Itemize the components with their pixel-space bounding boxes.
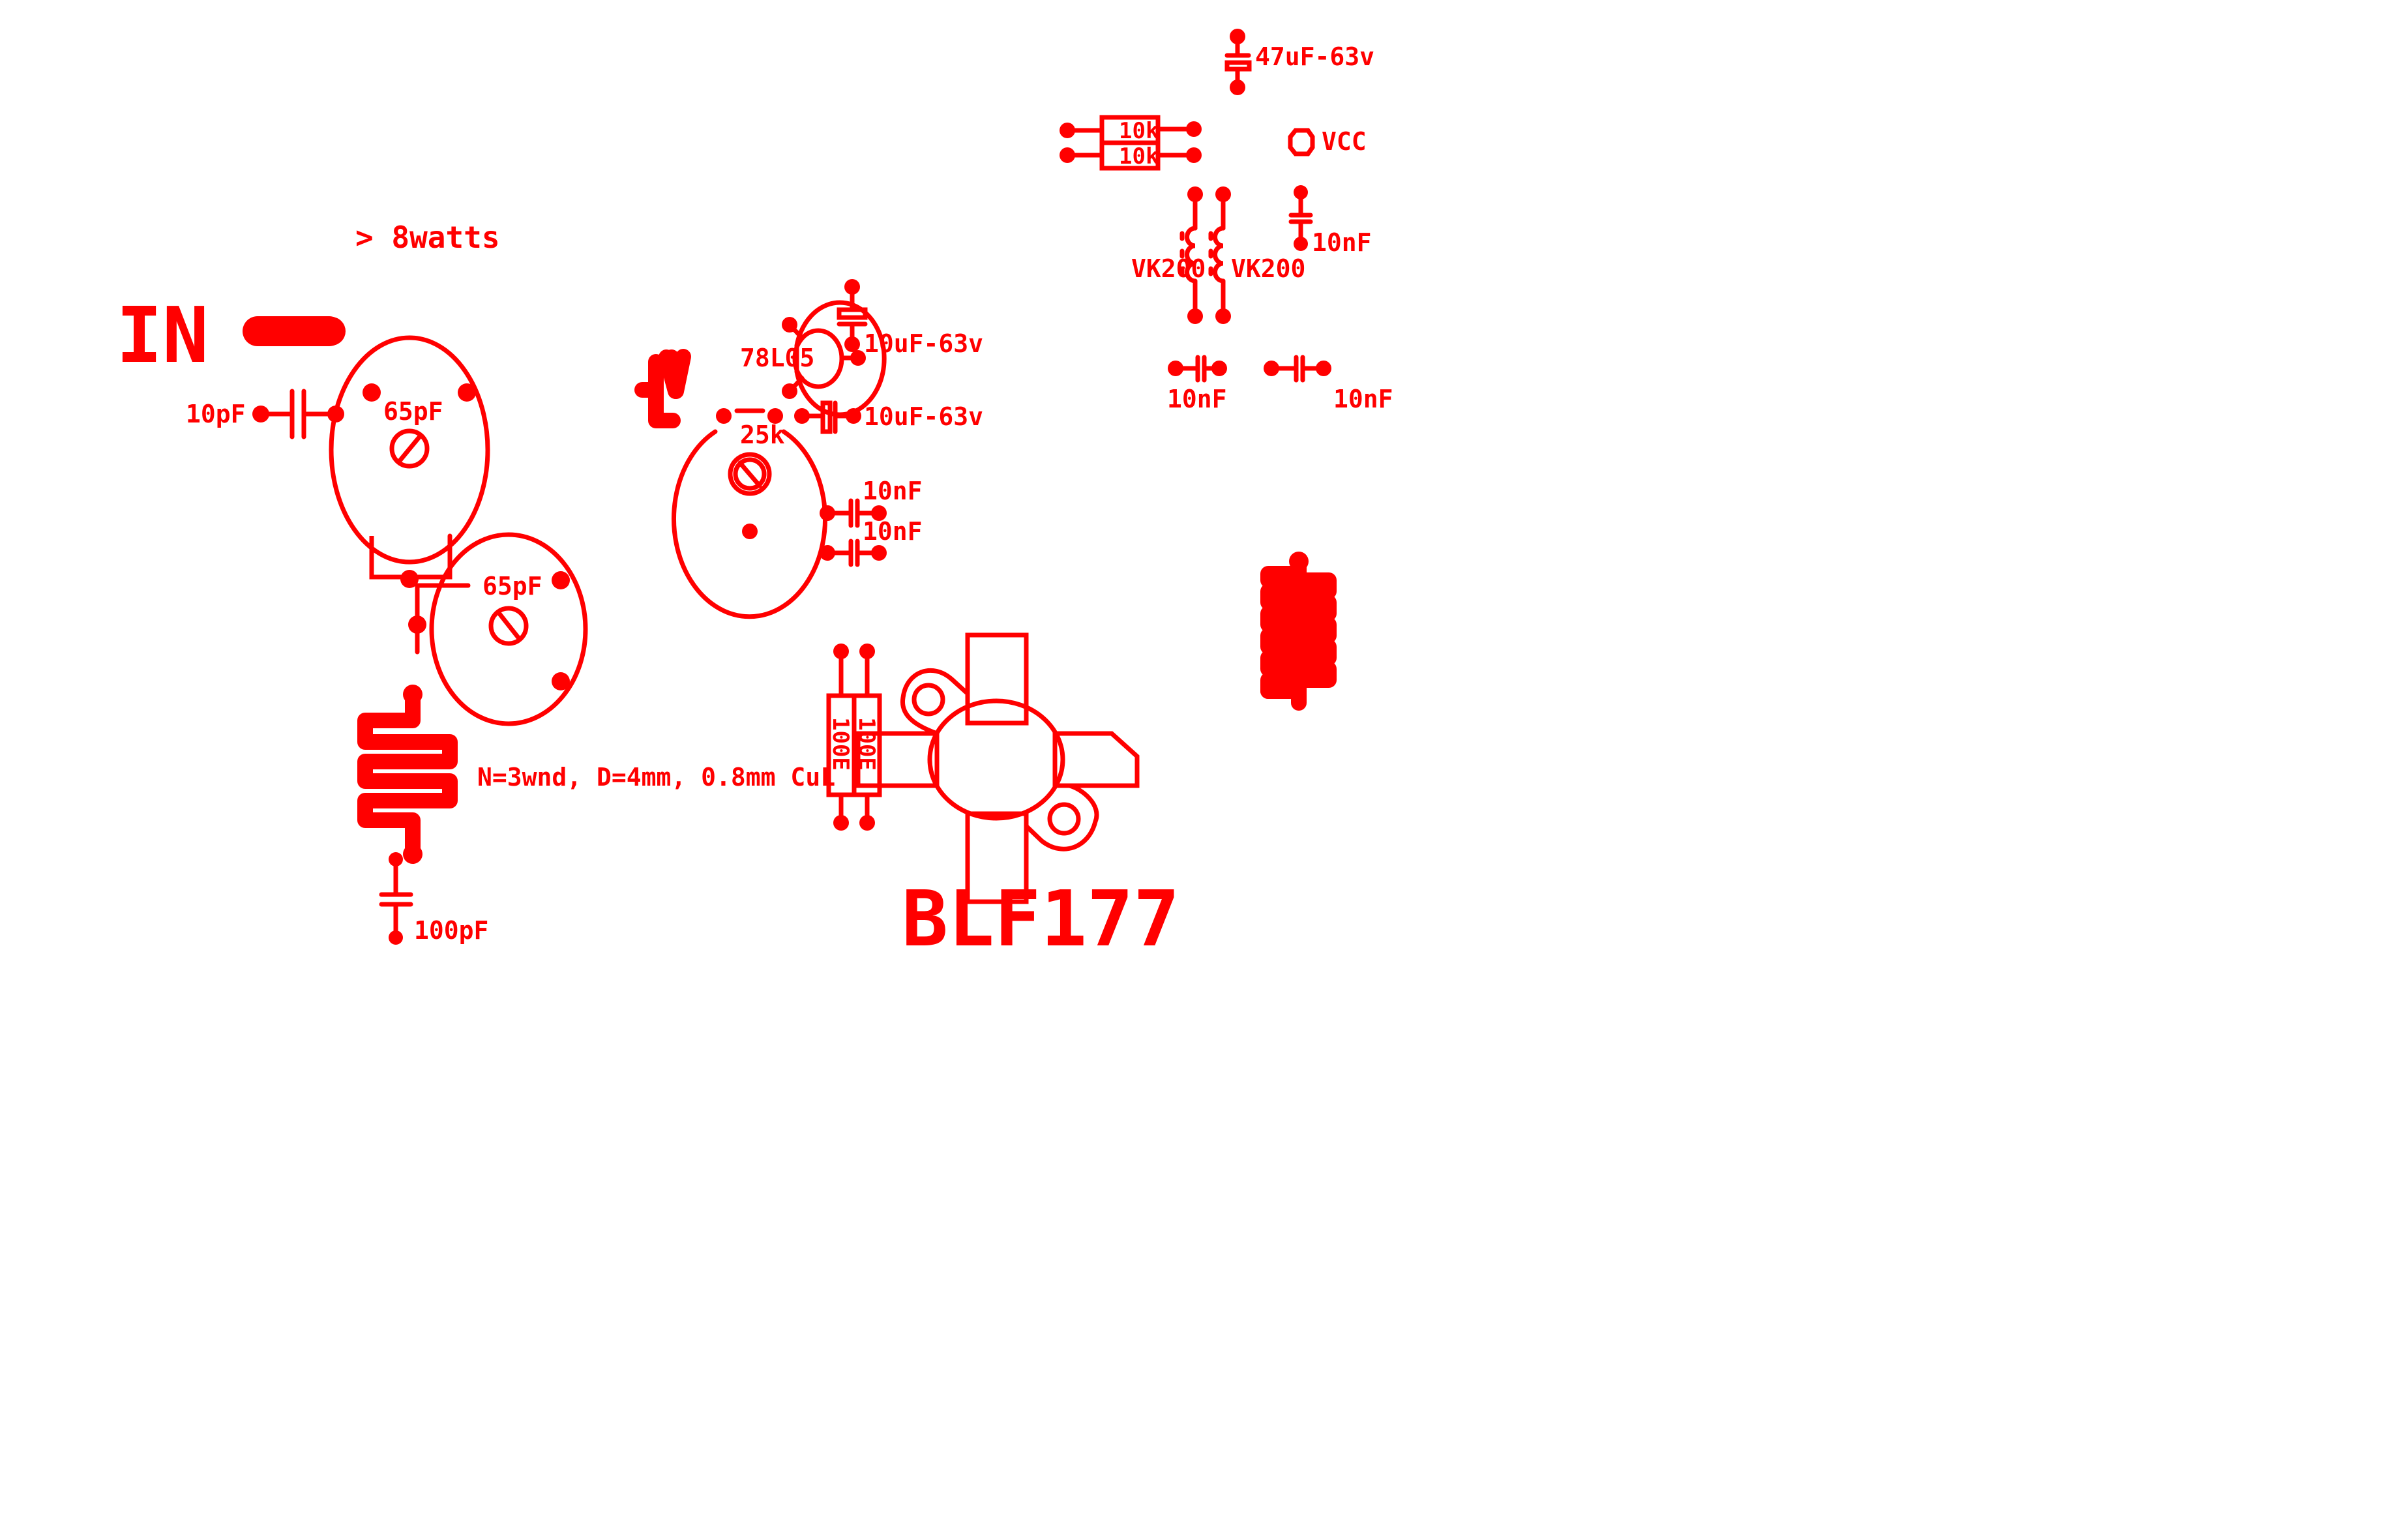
screw-slot-icon bbox=[396, 433, 423, 464]
screw-slot-icon bbox=[496, 610, 521, 640]
bias-section: HV 78L05 10uF-63v bbox=[634, 279, 983, 831]
capacitor-10uf-top[interactable] bbox=[837, 279, 868, 352]
r-gate1-label: 100E bbox=[827, 717, 853, 771]
in-power-label: > 8watts bbox=[355, 220, 500, 255]
c-47u-label: 47uF-63v bbox=[1255, 42, 1374, 71]
c-choke2-label: 10nF bbox=[1333, 385, 1393, 413]
capacitor-c-in[interactable] bbox=[252, 389, 344, 439]
capacitor-vcc-10nf[interactable] bbox=[1288, 185, 1313, 251]
capacitor-10uf-mid[interactable] bbox=[794, 400, 861, 434]
choke2-label: VK200 bbox=[1231, 254, 1305, 283]
regulator-label: 78L05 bbox=[740, 344, 814, 372]
in-label: IN bbox=[116, 290, 209, 380]
choke-vk200-1[interactable] bbox=[1179, 186, 1203, 324]
trimmer2-label: 65pF bbox=[482, 572, 542, 600]
transistor-label: BLF177 bbox=[902, 874, 1179, 964]
c-vcc-label: 10nF bbox=[1312, 228, 1372, 257]
capacitor-100pf[interactable] bbox=[379, 852, 413, 945]
c-choke1-label: 10nF bbox=[1167, 385, 1227, 413]
drain-network bbox=[1260, 552, 1337, 711]
c-10n-b-label: 10nF bbox=[863, 517, 923, 546]
c-in-label: 10pF bbox=[186, 400, 246, 428]
capacitor-10nf-b[interactable] bbox=[820, 539, 887, 567]
in-pad[interactable] bbox=[317, 317, 346, 346]
capacitor-choke-10nf-1[interactable] bbox=[1168, 355, 1227, 383]
r-10k-2-label: 10k bbox=[1119, 143, 1159, 170]
capacitor-10nf-a[interactable] bbox=[820, 498, 887, 528]
input-coil[interactable] bbox=[357, 685, 458, 864]
potentiometer-25k[interactable] bbox=[672, 408, 827, 619]
resistor-100e-pair[interactable] bbox=[826, 644, 882, 831]
pot-label: 25k bbox=[740, 421, 785, 449]
input-section: IN > 8watts 10pF 65pF bbox=[116, 220, 835, 945]
capacitor-choke-10nf-2[interactable] bbox=[1264, 355, 1331, 383]
c-reg-top-label: 10uF-63v bbox=[864, 329, 983, 358]
trimmer-capacitor-2[interactable] bbox=[408, 532, 588, 726]
drain-coil[interactable] bbox=[1260, 552, 1337, 711]
transistor-blf177[interactable] bbox=[855, 632, 1140, 904]
coil-in-label: N=3wnd, D=4mm, 0.8mm CuL bbox=[477, 763, 835, 792]
hv-h-left bbox=[648, 354, 681, 428]
resistor-10k-pair[interactable] bbox=[1060, 115, 1202, 171]
vcc-pad-label: VCC bbox=[1322, 127, 1367, 156]
regulator-78l05[interactable] bbox=[782, 300, 887, 417]
r-10k-1-label: 10k bbox=[1119, 118, 1159, 144]
choke1-label: VK200 bbox=[1131, 254, 1206, 283]
vcc-pad-icon[interactable] bbox=[1288, 128, 1315, 156]
c-reg-mid-label: 10uF-63v bbox=[864, 402, 983, 431]
trimmer-capacitor-1[interactable] bbox=[329, 335, 490, 588]
screw-slot-icon bbox=[737, 460, 762, 488]
choke-vk200-2[interactable] bbox=[1208, 186, 1231, 324]
c-10n-a-label: 10nF bbox=[863, 477, 923, 505]
trimmer1-label: 65pF bbox=[383, 397, 443, 426]
capacitor-47uf[interactable] bbox=[1224, 29, 1252, 95]
supply-section: 47uF-63v 10k 10k VCC 10nF bbox=[1060, 29, 1393, 413]
c-100p-label: 100pF bbox=[414, 916, 488, 945]
